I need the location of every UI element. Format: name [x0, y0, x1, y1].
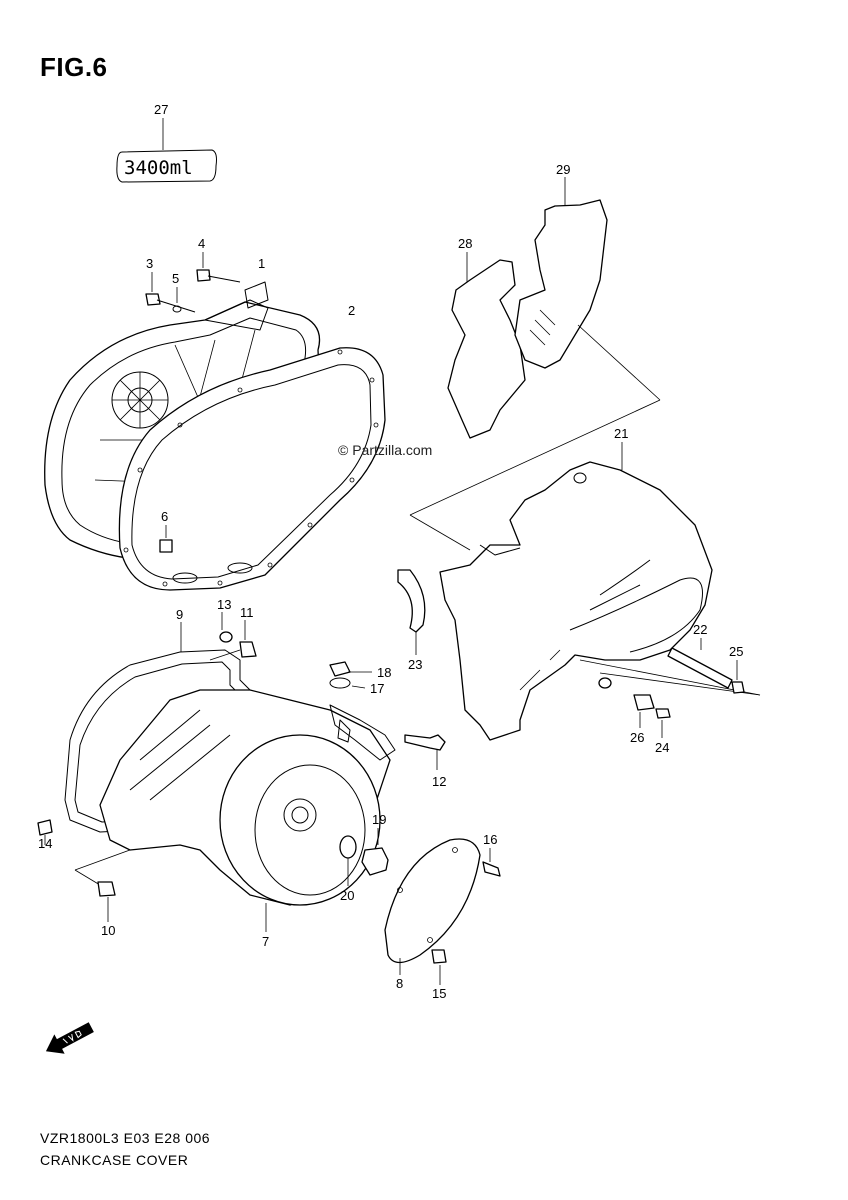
callout-27: 27 [154, 102, 168, 117]
callout-11: 11 [240, 605, 254, 620]
callout-6: 6 [161, 509, 168, 524]
callout-10: 10 [101, 923, 115, 938]
callout-28: 28 [458, 236, 472, 251]
part-28-cover [447, 252, 526, 439]
parts-3-4-5-6-fasteners [145, 252, 241, 553]
callout-22: 22 [693, 622, 707, 637]
callout-8: 8 [396, 976, 403, 991]
callout-23: 23 [408, 657, 422, 672]
figure-title: FIG.6 [40, 52, 108, 82]
part-23-clip [397, 569, 426, 655]
callout-12: 12 [432, 774, 446, 789]
fwd-arrow-icon [45, 1022, 94, 1054]
callout-16: 16 [483, 832, 497, 847]
model-code: VZR1800L3 E03 E28 006 [40, 1130, 211, 1146]
callout-25: 25 [729, 644, 743, 659]
callout-2: 2 [348, 303, 355, 318]
callout-21: 21 [614, 426, 628, 441]
part-8-cap [384, 838, 501, 985]
leader-lines-upper [409, 324, 661, 551]
part-27-sealant-label: 3400ml [116, 118, 217, 183]
callout-15: 15 [432, 986, 446, 1001]
section-title: CRANKCASE COVER [40, 1152, 189, 1168]
callout-24: 24 [655, 740, 669, 755]
callout-1: 1 [258, 256, 265, 271]
part-7-crankcase-cover [99, 689, 396, 932]
callout-29: 29 [556, 162, 570, 177]
callout-9: 9 [176, 607, 183, 622]
callout-13: 13 [217, 597, 231, 612]
part-29-cover [514, 177, 608, 369]
callout-labels: 27 29 28 4 3 1 5 2 21 6 13 9 11 22 25 23… [38, 102, 743, 1001]
watermark-text: © Partzilla.com [338, 442, 432, 458]
callout-7: 7 [262, 934, 269, 949]
callout-3: 3 [146, 256, 153, 271]
callout-5: 5 [172, 271, 179, 286]
parts-22-24-25-26-fasteners [579, 638, 761, 738]
callout-19: 19 [372, 812, 386, 827]
part-21-outer-cover [439, 442, 713, 741]
callout-14: 14 [38, 836, 52, 851]
part-2-gasket [118, 347, 386, 591]
callout-20: 20 [340, 888, 354, 903]
callout-26: 26 [630, 730, 644, 745]
sealant-capacity-label: 3400ml [124, 157, 193, 179]
callout-18: 18 [377, 665, 391, 680]
callout-17: 17 [370, 681, 384, 696]
parts-10-11-12-13-14-17-18-19-20 [37, 612, 446, 922]
callout-4: 4 [198, 236, 205, 251]
